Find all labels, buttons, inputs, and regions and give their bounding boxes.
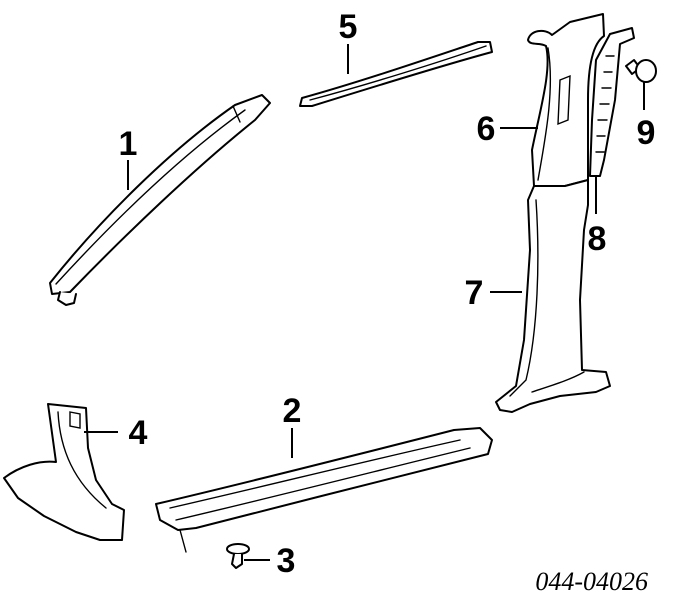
callout-2: 2 xyxy=(283,392,302,430)
part-1-windshield-pillar-garnish xyxy=(49,94,271,306)
callout-9: 9 xyxy=(637,114,656,152)
part-9-clip xyxy=(625,59,657,83)
callout-4: 4 xyxy=(129,414,148,452)
part-3-push-clip xyxy=(226,543,250,569)
part-2-scuff-plate xyxy=(155,427,493,553)
callout-1: 1 xyxy=(119,125,138,163)
reference-code: 044-04026 xyxy=(535,567,648,596)
callout-8: 8 xyxy=(588,220,607,258)
callout-6: 6 xyxy=(477,110,496,148)
part-5-roof-rail-trim xyxy=(299,41,493,107)
part-8-clip-strip xyxy=(589,27,635,177)
callout-3: 3 xyxy=(277,542,296,580)
callout-5: 5 xyxy=(339,8,358,46)
part-7-lower-pillar-trim xyxy=(495,179,611,413)
callout-7: 7 xyxy=(465,274,484,312)
part-4-quarter-trim-panel xyxy=(3,403,125,541)
